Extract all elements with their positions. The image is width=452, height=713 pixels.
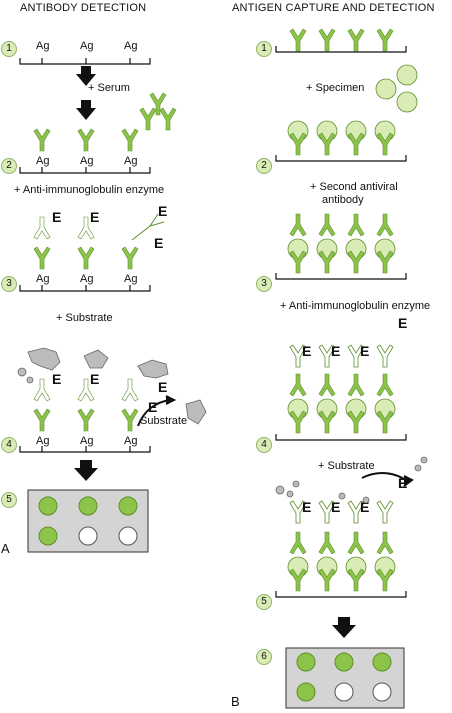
result-well — [334, 682, 354, 702]
result-well — [78, 526, 98, 546]
panel-a-arrow-down-icon — [74, 66, 98, 481]
panel-b-letter: B — [231, 694, 240, 709]
b4-enzyme-1: E — [302, 343, 311, 359]
b-antibodies — [289, 132, 394, 592]
panel-b-arrow-down-icon — [332, 617, 356, 638]
a3-free-enzyme-antibody — [131, 213, 165, 241]
panel-a-step-3: 3 — [1, 276, 17, 292]
a4-ag-1: Ag — [36, 435, 50, 447]
serum-antibodies — [139, 92, 177, 131]
panel-b-wells — [296, 652, 392, 702]
result-well — [334, 652, 354, 672]
b5-products — [275, 456, 428, 504]
panel-b-baselines — [275, 46, 407, 598]
second-antibody-line-2: antibody — [322, 194, 364, 206]
a3-ag-3: Ag — [124, 273, 138, 285]
a3-enzyme-3: E — [158, 203, 167, 219]
a3-enzyme-labels: E E E E — [52, 203, 167, 251]
a3-enzyme-1: E — [52, 209, 61, 225]
result-well — [296, 652, 316, 672]
a3-enzyme-4: E — [154, 235, 163, 251]
a4-enzyme-1: E — [52, 371, 61, 387]
panel-a-baseline-4 — [19, 446, 151, 453]
b1-capture-antibodies — [289, 28, 394, 52]
panel-b-step-3: 3 — [256, 276, 272, 292]
panel-b-title: ANTIGEN CAPTURE AND DETECTION — [232, 2, 435, 14]
second-antibody-line-1: + Second antiviral — [310, 181, 398, 193]
panel-a-step-5: 5 — [1, 492, 17, 508]
panel-a-enzyme-label: + Anti-immunoglobulin enzyme — [14, 184, 165, 196]
panel-a-baseline-3 — [19, 285, 151, 292]
result-well — [118, 526, 138, 546]
b5-enzyme-2: E — [331, 499, 340, 515]
result-well — [38, 526, 58, 546]
b5-enzyme-3: E — [360, 499, 369, 515]
a4-antibodies — [33, 378, 139, 432]
result-well — [296, 682, 316, 702]
a1-ag-1: Ag — [36, 40, 50, 52]
a4-ag-2: Ag — [80, 435, 94, 447]
panel-b-step-2: 2 — [256, 158, 272, 174]
panel-a-baseline-2 — [19, 167, 151, 174]
panel-b-substrate-label: + Substrate — [318, 460, 375, 472]
panel-b-step-6: 6 — [256, 649, 272, 665]
a2-ag-1: Ag — [36, 155, 50, 167]
a2-antibodies — [33, 128, 139, 152]
panel-a-baseline-1 — [19, 58, 151, 65]
result-well — [372, 652, 392, 672]
a1-ag-2: Ag — [80, 40, 94, 52]
a4-enzyme-3: E — [158, 379, 167, 395]
serum-label: + Serum — [88, 82, 130, 94]
panel-b-enzyme-label: + Anti-immunoglobulin enzyme — [280, 300, 431, 312]
panel-b-step-5: 5 — [256, 594, 272, 610]
panel-a-step-2: 2 — [1, 158, 17, 174]
panel-a-step-4: 4 — [1, 437, 17, 453]
specimen-label: + Specimen — [306, 82, 365, 94]
a3-ag-2: Ag — [80, 273, 94, 285]
b-enzyme-labels: E E E E E E E E — [302, 315, 407, 515]
a2-ag-3: Ag — [124, 155, 138, 167]
a4-products — [17, 347, 207, 425]
result-well — [78, 496, 98, 516]
panel-b-step-4: 4 — [256, 437, 272, 453]
substrate-product-label: Substrate — [140, 415, 188, 427]
a2-ag-2: Ag — [80, 155, 94, 167]
a4-enzyme-2: E — [90, 371, 99, 387]
panel-a-substrate-label: + Substrate — [56, 312, 113, 324]
panel-b-step-1: 1 — [256, 41, 272, 57]
b5-enzyme-1: E — [302, 499, 311, 515]
b4-enzyme-4: E — [398, 315, 407, 331]
result-well — [38, 496, 58, 516]
panel-a-wells — [38, 496, 138, 546]
b4-enzyme-2: E — [331, 343, 340, 359]
a4-reaction-arrow-icon — [137, 395, 177, 427]
a3-ag-1: Ag — [36, 273, 50, 285]
panel-a-letter: A — [1, 541, 10, 556]
b5-reaction-arrow-icon — [361, 472, 414, 487]
result-well — [372, 682, 392, 702]
panel-a-title: ANTIBODY DETECTION — [20, 2, 147, 14]
b4-enzyme-3: E — [360, 343, 369, 359]
a3-enzyme-2: E — [90, 209, 99, 225]
a1-ag-3: Ag — [124, 40, 138, 52]
b-specimen-antigens — [375, 64, 418, 113]
panel-a-step-1: 1 — [1, 41, 17, 57]
a4-ag-3: Ag — [124, 435, 138, 447]
b5-enzyme-4: E — [398, 475, 407, 491]
a3-antibodies — [33, 216, 139, 270]
result-well — [118, 496, 138, 516]
